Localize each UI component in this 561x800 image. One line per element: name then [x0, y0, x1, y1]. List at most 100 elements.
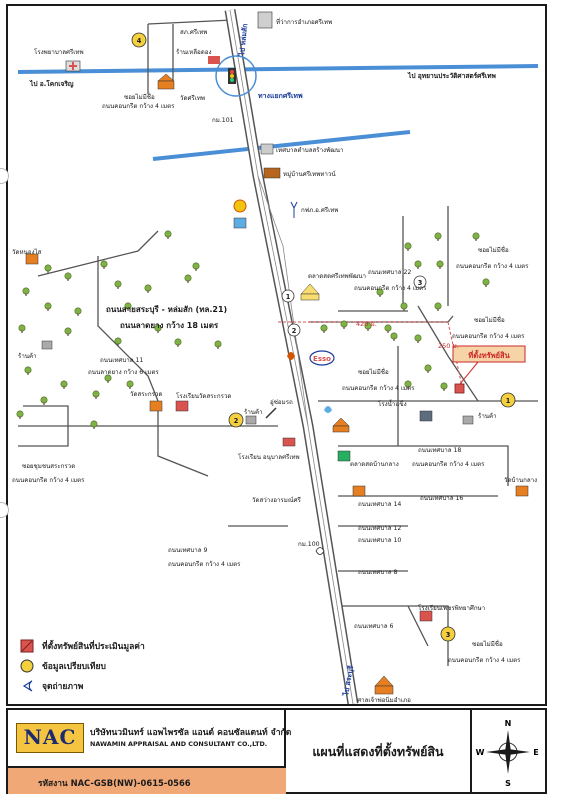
tree-trunk: [127, 308, 129, 311]
tree-trunk: [217, 346, 219, 349]
market-klang-label: ตลาดสดบ้านกลาง: [350, 460, 399, 468]
temple-sawang-icon: [352, 485, 366, 497]
shell-station-icon: [233, 199, 247, 213]
soi-ne2-label: ซอยไม่มีชื่อ: [474, 316, 505, 324]
electric-icon: [290, 201, 298, 218]
blue-roads: [17, 64, 539, 161]
property-icon: [20, 639, 34, 653]
tree-trunk: [157, 330, 159, 333]
legend-item-property: ที่ตั้งทรัพย์สินที่ประเมินมูลค่า: [20, 636, 220, 656]
to-lopburi-label: ไป อ.โคกเจริญ: [29, 79, 74, 88]
car-icon: [208, 56, 220, 64]
tree-icon: [114, 337, 122, 345]
tree-icon: [320, 324, 328, 332]
school-sakruat-icon: [175, 400, 189, 412]
company-cell: NAC บริษัทนวมินทร์ แอพไพรซัล แอนด์ คอนซั…: [8, 710, 291, 766]
legend-item-camera: จุดถ่ายภาพ: [20, 676, 220, 696]
shop-right-label: ร้านค้า: [478, 412, 497, 420]
tree-icon: [400, 302, 408, 310]
legend-label: จุดถ่ายภาพ: [42, 682, 84, 692]
tree-trunk: [475, 238, 477, 241]
tree-trunk: [417, 266, 419, 269]
tree-trunk: [485, 284, 487, 287]
photo-point-2-number: 2: [292, 327, 297, 335]
tesaban9-label: ถนนเทศบาล 9: [168, 547, 207, 554]
tree-trunk: [77, 313, 79, 316]
comparable-marker-4-number: 4: [137, 37, 142, 45]
east-west-highway: [17, 64, 539, 74]
tree-icon: [24, 366, 32, 374]
tree-icon: [44, 264, 52, 272]
tesaban8-label: ถนนเทศบาล 8: [358, 569, 397, 576]
hardware-shop-label: ร้านเหลือดอง: [176, 48, 212, 56]
temple-nongsai-icon: [25, 253, 39, 265]
tree-icon: [100, 260, 108, 268]
tree-icon: [64, 272, 72, 280]
market-klang-icon: [337, 450, 351, 462]
tree-icon: [434, 302, 442, 310]
road-west-loop: [18, 405, 69, 447]
tree-trunk: [427, 370, 429, 373]
police-label: สภ.ศรีเทพ: [180, 28, 207, 36]
village-icon: [263, 167, 281, 179]
tree-trunk: [67, 278, 69, 281]
water-icon: [233, 217, 247, 229]
compass-west-label: W: [476, 748, 485, 757]
road21-width-label: ถนนลาดยาง กว้าง 18 เมตร: [120, 320, 219, 330]
tree-icon: [60, 380, 68, 388]
tree-icon: [472, 232, 480, 240]
tree-trunk: [47, 308, 49, 311]
soi-chumchon-label: ซอยชุมชนสระกรวด: [22, 463, 75, 470]
tree-trunk: [93, 426, 95, 429]
soi-mid-label: ซอยไม่มีชื่อ: [358, 368, 389, 376]
tree-trunk: [67, 333, 69, 336]
tree-icon: [384, 324, 392, 332]
map-labels: โรงพยาบาลศรีเทพ ไป อ.โคกเจริญ ไป อุทยานป…: [12, 18, 537, 704]
tree-icon: [404, 242, 412, 250]
soi-se-road-label: ถนนคอนกรีต กว้าง 4 เมตร: [448, 656, 521, 664]
km100-label: กม.100: [298, 541, 320, 548]
tree-trunk: [19, 416, 21, 419]
tree-trunk: [417, 340, 419, 343]
comparable-marker-3: [440, 626, 456, 642]
tree-icon: [340, 320, 348, 328]
shrine-icon: [374, 675, 394, 687]
tree-trunk: [195, 268, 197, 271]
tree-trunk: [117, 343, 119, 346]
tree-icon: [144, 284, 152, 292]
car-repair-icon: [265, 407, 277, 419]
tesaban22-road-label: ถนนคอนกรีต กว้าง 4 เมตร: [354, 284, 427, 292]
tree-trunk: [25, 293, 27, 296]
soi-nw-label: ซอยไม่มีชื่อ: [124, 93, 155, 101]
legend-item-comparable: ข้อมูลเปรียบเทียบ: [20, 656, 220, 676]
camera-point-icon: [20, 679, 34, 693]
tree-icon: [16, 410, 24, 418]
tree-icon: [390, 332, 398, 340]
comparable-marker-2: [228, 412, 244, 428]
tree-trunk: [367, 328, 369, 331]
title-block: NAC บริษัทนวมินทร์ แอพไพรซัล แอนด์ คอนซั…: [6, 708, 547, 794]
intersection-label: ทางแยกศรีเทพ: [258, 92, 303, 100]
tree-trunk: [103, 266, 105, 269]
soi-se-label: ซอยไม่มีชื่อ: [472, 640, 503, 648]
tree-icon: [482, 278, 490, 286]
tree-icon: [22, 287, 30, 295]
compass-rose-icon: N S E W: [476, 719, 539, 788]
comparable-markers: 4 2 1 3 3: [131, 32, 516, 642]
job-code-strip: รหัสงาน NAC-GSB(NW)-0615-0566: [8, 766, 286, 794]
tree-trunk: [177, 344, 179, 347]
tree-icon: [74, 307, 82, 315]
property-pointer: [459, 361, 479, 385]
photo-point-1-number: 1: [286, 293, 291, 301]
wat-srithep-label: วัดศรีเทพ: [180, 94, 205, 102]
soi-ne2-road-label: ถนนคอนกรีต กว้าง 4 เมตร: [452, 332, 525, 340]
restaurant-icon: [419, 410, 433, 422]
tesaban18-label: ถนนเทศบาล 18: [418, 447, 461, 454]
electric-label: กฟภ.อ.ศรีเทพ: [301, 206, 338, 214]
wat-sawang-label: วัดสว่างอารมณ์ศรี: [252, 496, 301, 504]
tree-trunk: [47, 270, 49, 273]
tree-trunk: [21, 330, 23, 333]
tesaban18-road-label: ถนนคอนกรีต กว้าง 4 เมตร: [412, 460, 485, 468]
map-title-cell: แผนที่แสดงที่ตั้งทรัพย์สิน: [286, 710, 472, 794]
village-label: หมู่บ้านศรีเทพทาวน์: [283, 170, 336, 178]
